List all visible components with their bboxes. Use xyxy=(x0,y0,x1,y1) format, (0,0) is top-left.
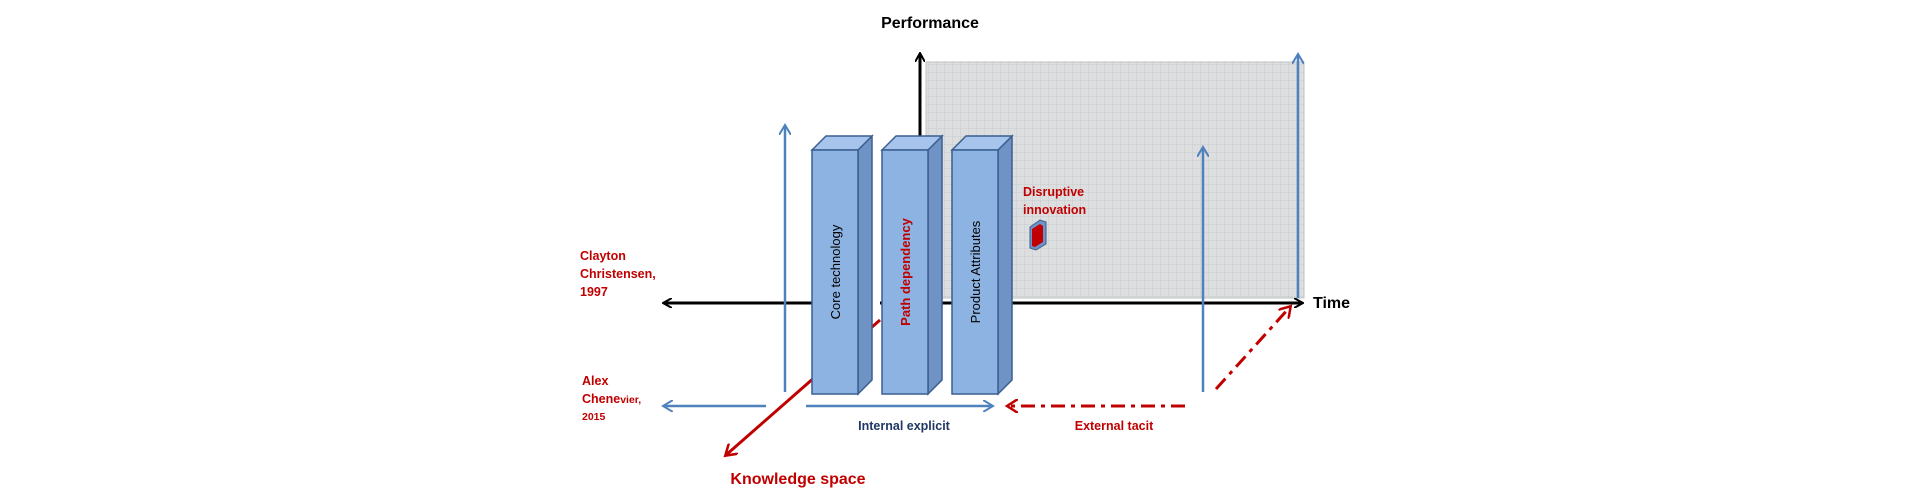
knowledge-space-label: Knowledge space xyxy=(730,471,865,488)
disruptive-line-2: innovation xyxy=(1023,203,1086,217)
path-dependency-label: Path dependency xyxy=(898,217,913,325)
chenevier-line-2-small: vier, xyxy=(620,394,641,406)
internal-explicit-label: Internal explicit xyxy=(858,419,951,433)
external-tacit-diagonal-arrow xyxy=(1214,307,1290,391)
chenevier-citation: Alex Chenevier, 2015 xyxy=(582,374,641,423)
performance-axis-label: Performance xyxy=(881,15,979,32)
disruptive-innovation-marker xyxy=(1029,219,1047,251)
block-core-technology xyxy=(810,134,874,396)
chenevier-line-2-main: Chene xyxy=(582,392,620,406)
disruptive-innovation-label: Disruptive innovation xyxy=(1023,185,1086,217)
christensen-citation: Clayton Christensen, 1997 xyxy=(580,249,656,299)
core-technology-label: Core technology xyxy=(828,224,843,319)
block-product-attributes xyxy=(950,134,1014,396)
christensen-line-3: 1997 xyxy=(580,285,608,299)
time-axis-label: Time xyxy=(1313,295,1350,312)
chenevier-line-3: 2015 xyxy=(582,411,606,423)
chenevier-line-1: Alex xyxy=(582,374,608,388)
christensen-line-1: Clayton xyxy=(580,249,626,263)
external-tacit-label: External tacit xyxy=(1075,419,1154,433)
block-path-dependency xyxy=(880,134,944,396)
disruptive-line-1: Disruptive xyxy=(1023,185,1084,199)
product-attributes-label: Product Attributes xyxy=(968,220,983,323)
chenevier-line-2: Chenevier, xyxy=(582,392,641,406)
christensen-line-2: Christensen, xyxy=(580,267,656,281)
